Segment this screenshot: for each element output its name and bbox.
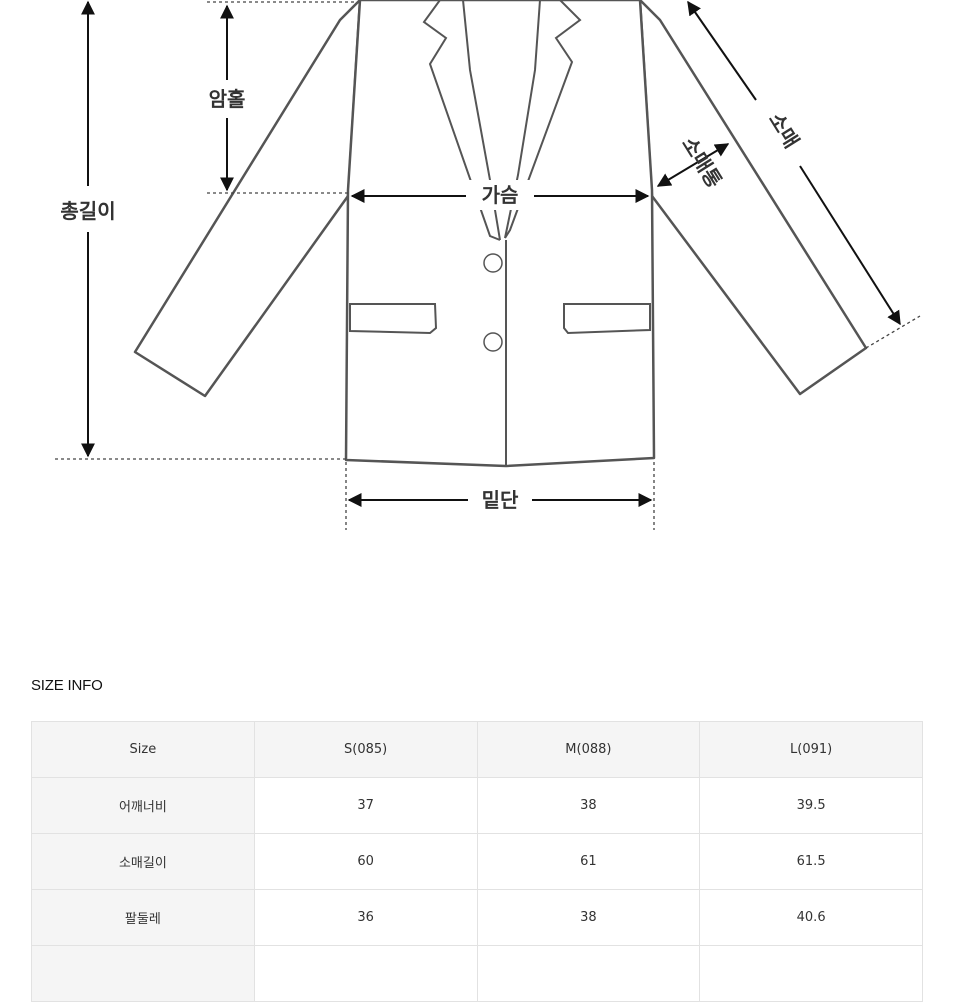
sleeve-arrow-top: [687, 0, 757, 101]
table-header-cell: S(085): [253, 721, 478, 778]
jacket-pockets: [349, 303, 651, 335]
button-top: [483, 253, 503, 273]
table-cell: 61.5: [699, 833, 923, 890]
table-cell: 38: [476, 777, 701, 834]
table-cell: 36: [253, 889, 478, 946]
table-header-row: Size S(085) M(088) L(091): [31, 721, 923, 778]
table-header-cell: M(088): [476, 721, 701, 778]
jacket-outline: [133, 0, 868, 468]
table-cell: 39.5: [699, 777, 923, 834]
right-sleeve: [638, 0, 868, 396]
label-hem: 밑단: [482, 488, 519, 512]
size-table: Size S(085) M(088) L(091) 어깨너비 37 38 39.…: [31, 721, 923, 1002]
sleeve-arrow-bottom: [799, 165, 901, 326]
label-total-length: 총길이: [60, 199, 115, 223]
label-sleeve: 소매: [764, 108, 804, 152]
sleeve-width-arrow: [656, 143, 730, 187]
table-header-cell: Size: [31, 721, 255, 778]
guide-lines: [55, 1, 921, 530]
left-sleeve: [133, 0, 362, 398]
jacket-measurement-diagram: 암홀 총길이 가슴 밑단 소매 소매통: [55, 0, 921, 530]
table-cell: 61: [476, 833, 701, 890]
table-header-cell: L(091): [699, 721, 923, 778]
table-row: 소매길이 60 61 61.5: [31, 833, 923, 890]
table-cell: 40.6: [699, 889, 923, 946]
table-row: 어깨너비 37 38 39.5: [31, 777, 923, 834]
row-label: 어깨너비: [31, 777, 255, 834]
table-row: 팔둘레 36 38 40.6: [31, 889, 923, 946]
jacket-torso: [344, 0, 656, 468]
jacket-buttons: [483, 253, 503, 352]
measurement-arrows: [81, 0, 901, 507]
table-cell: 37: [253, 777, 478, 834]
table-cell: 38: [476, 889, 701, 946]
left-pocket: [349, 303, 438, 335]
row-label: 소매길이: [31, 833, 255, 890]
button-bottom: [483, 332, 503, 352]
right-pocket: [563, 303, 651, 335]
row-label: 팔둘레: [31, 889, 255, 946]
label-chest: 가슴: [482, 183, 519, 207]
label-armhole: 암홀: [209, 87, 246, 111]
table-cell: 60: [253, 833, 478, 890]
size-info-heading: SIZE INFO: [31, 677, 103, 694]
